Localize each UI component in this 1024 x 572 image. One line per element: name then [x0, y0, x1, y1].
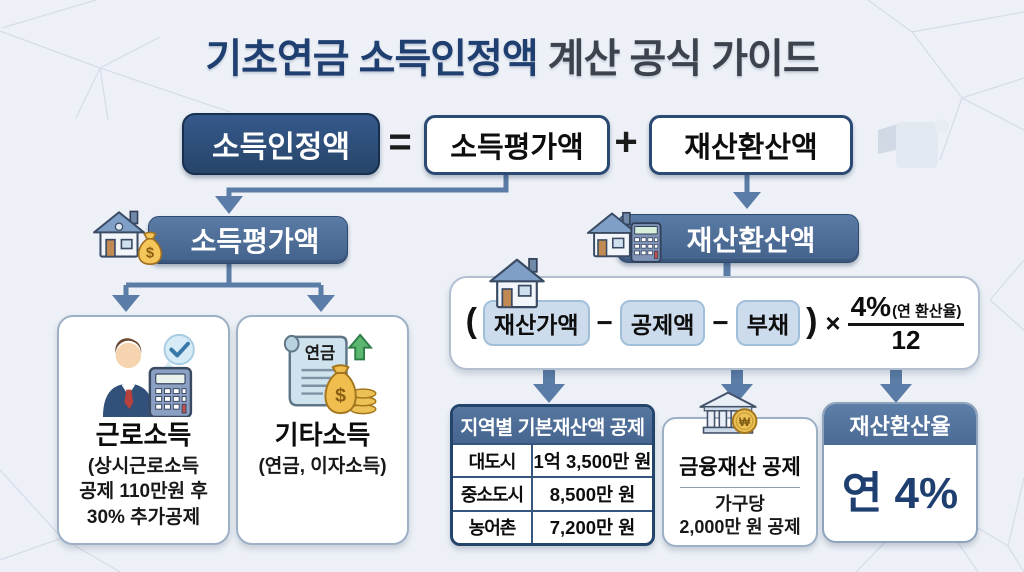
- close-paren: ): [806, 301, 818, 340]
- income-recognition-box: 소득인정액: [182, 113, 380, 175]
- pension-scroll-moneybag-icon: 연금 $: [266, 331, 380, 417]
- table-header: 지역별 기본재산액 공제: [453, 407, 652, 443]
- financial-deduction-card: 금융재산 공제 가구당 2,000만 원 공제: [662, 417, 818, 547]
- bank-won-coin-icon: ₩: [699, 391, 758, 434]
- financial-deduction-title: 금융재산 공제: [679, 456, 801, 479]
- worker-calculator-check-icon: [86, 331, 202, 417]
- svg-text:연금: 연금: [304, 343, 335, 362]
- conversion-rate-value: 연 4%: [841, 469, 959, 518]
- page-title-highlight: 기초연금 소득인정액: [205, 37, 538, 81]
- svg-text:$: $: [146, 246, 154, 262]
- table-row: 대도시 1억 3,500만 원: [453, 443, 652, 477]
- asset-conversion-box: 재산환산액: [649, 115, 853, 175]
- page-title-rest: 계산 공식 가이드: [537, 37, 820, 81]
- financial-deduction-note: 가구당 2,000만 원 공제: [679, 494, 801, 538]
- earned-income-title: 근로소득: [95, 420, 192, 450]
- income-section-header: 소득평가액: [148, 216, 348, 264]
- minus-sign-1: −: [596, 307, 613, 338]
- other-income-title: 기타소득: [274, 420, 371, 450]
- denominator: 12: [891, 325, 921, 356]
- earned-income-card: 근로소득 (상시근로소득 공제 110만원 후 30% 추가공제: [57, 315, 230, 545]
- house-icon: [489, 258, 545, 309]
- house-calculator-icon: [584, 202, 668, 268]
- minus-sign-2: −: [712, 307, 729, 338]
- conversion-rate-card: 재산환산율 연 4%: [822, 402, 978, 543]
- svg-text:$: $: [335, 384, 346, 406]
- house-money-icon: $: [90, 202, 168, 268]
- equals-sign: =: [388, 119, 412, 164]
- other-income-card: 연금 $ 기타소득 (연금, 이자소득): [236, 315, 409, 545]
- table-row: 농어촌 7,200만 원: [453, 509, 652, 543]
- annual-rate-note: (연 환산율): [892, 302, 962, 320]
- table-row: 중소도시 8,500만 원: [453, 476, 652, 510]
- deduction-chip: 공제액: [619, 300, 706, 346]
- rate-fraction: 4% (연 환산율) 12: [847, 290, 965, 356]
- regional-deduction-table: 지역별 기본재산액 공제 대도시 1억 3,500만 원 중소도시 8,500만…: [450, 404, 655, 546]
- debt-chip: 부채: [735, 300, 801, 346]
- annual-rate: 4%: [850, 290, 892, 322]
- open-paren: (: [465, 301, 477, 340]
- conversion-rate-header: 재산환산율: [824, 404, 976, 445]
- other-income-note: (연금, 이자소득): [258, 455, 387, 477]
- svg-text:₩: ₩: [739, 415, 751, 429]
- earned-income-note: (상시근로소득 공제 110만원 후 30% 추가공제: [79, 455, 208, 528]
- page-title: 기초연금 소득인정액 계산 공식 가이드: [0, 26, 1024, 84]
- times-sign: ×: [825, 307, 841, 338]
- divider: [680, 487, 800, 488]
- income-evaluation-box: 소득평가액: [424, 115, 610, 175]
- watermark: [878, 119, 949, 168]
- plus-sign: +: [614, 119, 638, 164]
